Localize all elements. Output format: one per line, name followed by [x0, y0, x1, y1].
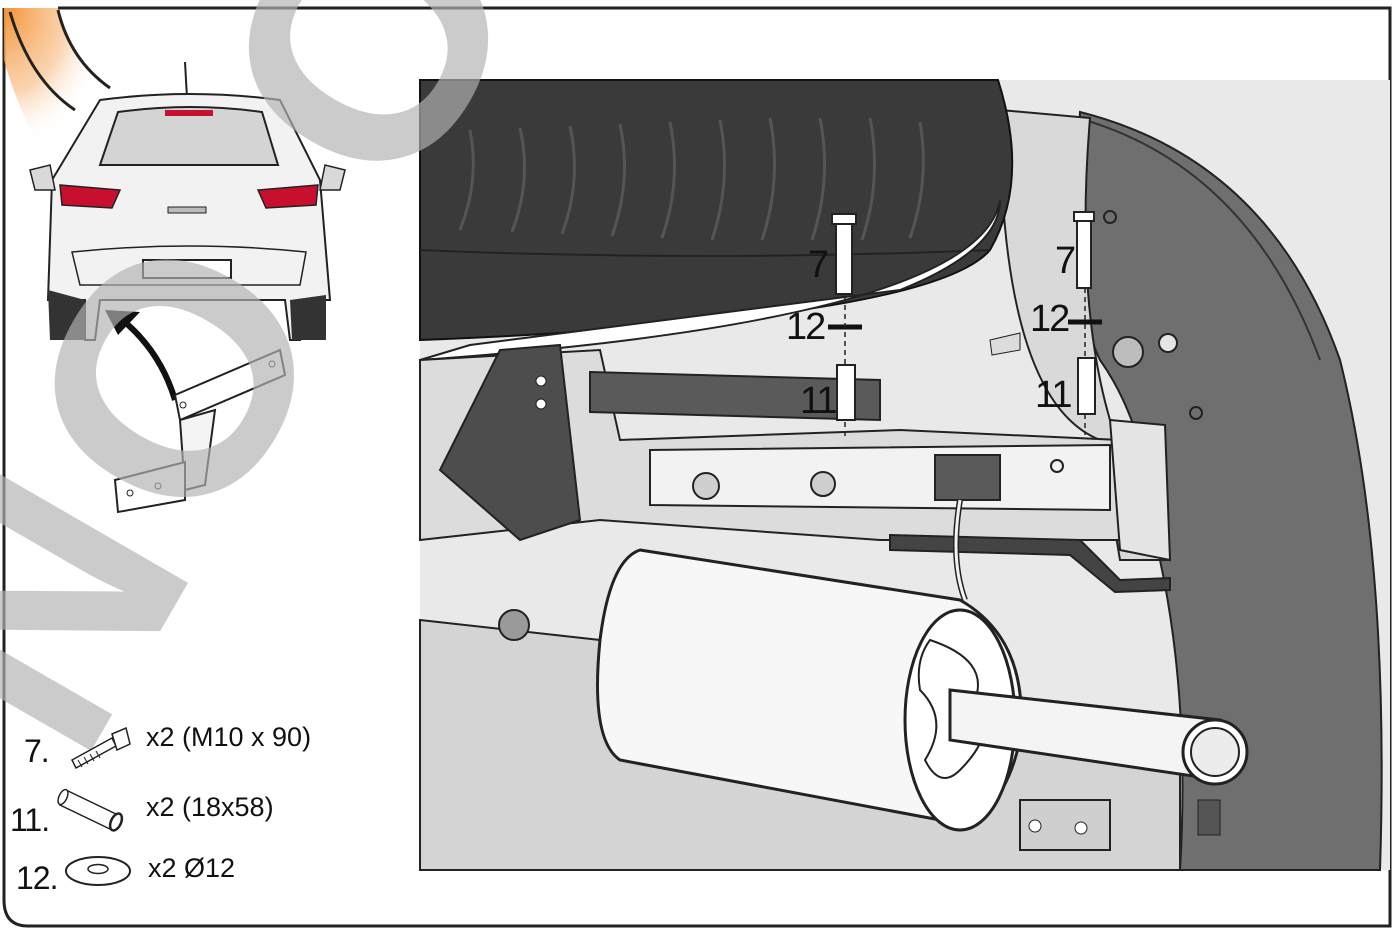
callout-right-washer: 12: [1030, 298, 1070, 340]
underbody-view: [419, 79, 1390, 871]
left-taillight: [59, 184, 122, 209]
callout-right-bolt: 7: [1055, 240, 1076, 282]
wheel-arch: [1076, 110, 1383, 871]
part-quantity-11: x2 (18x58): [146, 792, 274, 822]
bolt-icon: [71, 726, 131, 770]
right-fastener-stack: [1068, 211, 1102, 435]
corner-accent: [4, 8, 110, 150]
right-taillight: [256, 184, 319, 209]
part-number-12: 12.: [16, 860, 58, 896]
page-border: [2, 6, 1392, 928]
callout-left-bolt: 7: [808, 244, 829, 286]
callout-left-spacer: 11: [800, 380, 837, 422]
part-quantity-7: x2 (M10 x 90): [146, 722, 312, 752]
part-number-7: 7.: [24, 733, 50, 769]
mount-arrow: [118, 315, 178, 401]
callout-right-spacer: 11: [1035, 374, 1072, 416]
left-fastener-stack: [828, 213, 862, 440]
callout-left-washer: 12: [786, 306, 826, 348]
muffler: [596, 548, 1249, 832]
washer-icon: [65, 856, 131, 886]
part-number-11: 11.: [10, 802, 50, 838]
part-quantity-12: x2 Ø12: [148, 853, 236, 883]
towbar-bracket: [113, 348, 287, 514]
car-rear-view: [29, 61, 346, 341]
spacer-tube-icon: [57, 788, 124, 832]
